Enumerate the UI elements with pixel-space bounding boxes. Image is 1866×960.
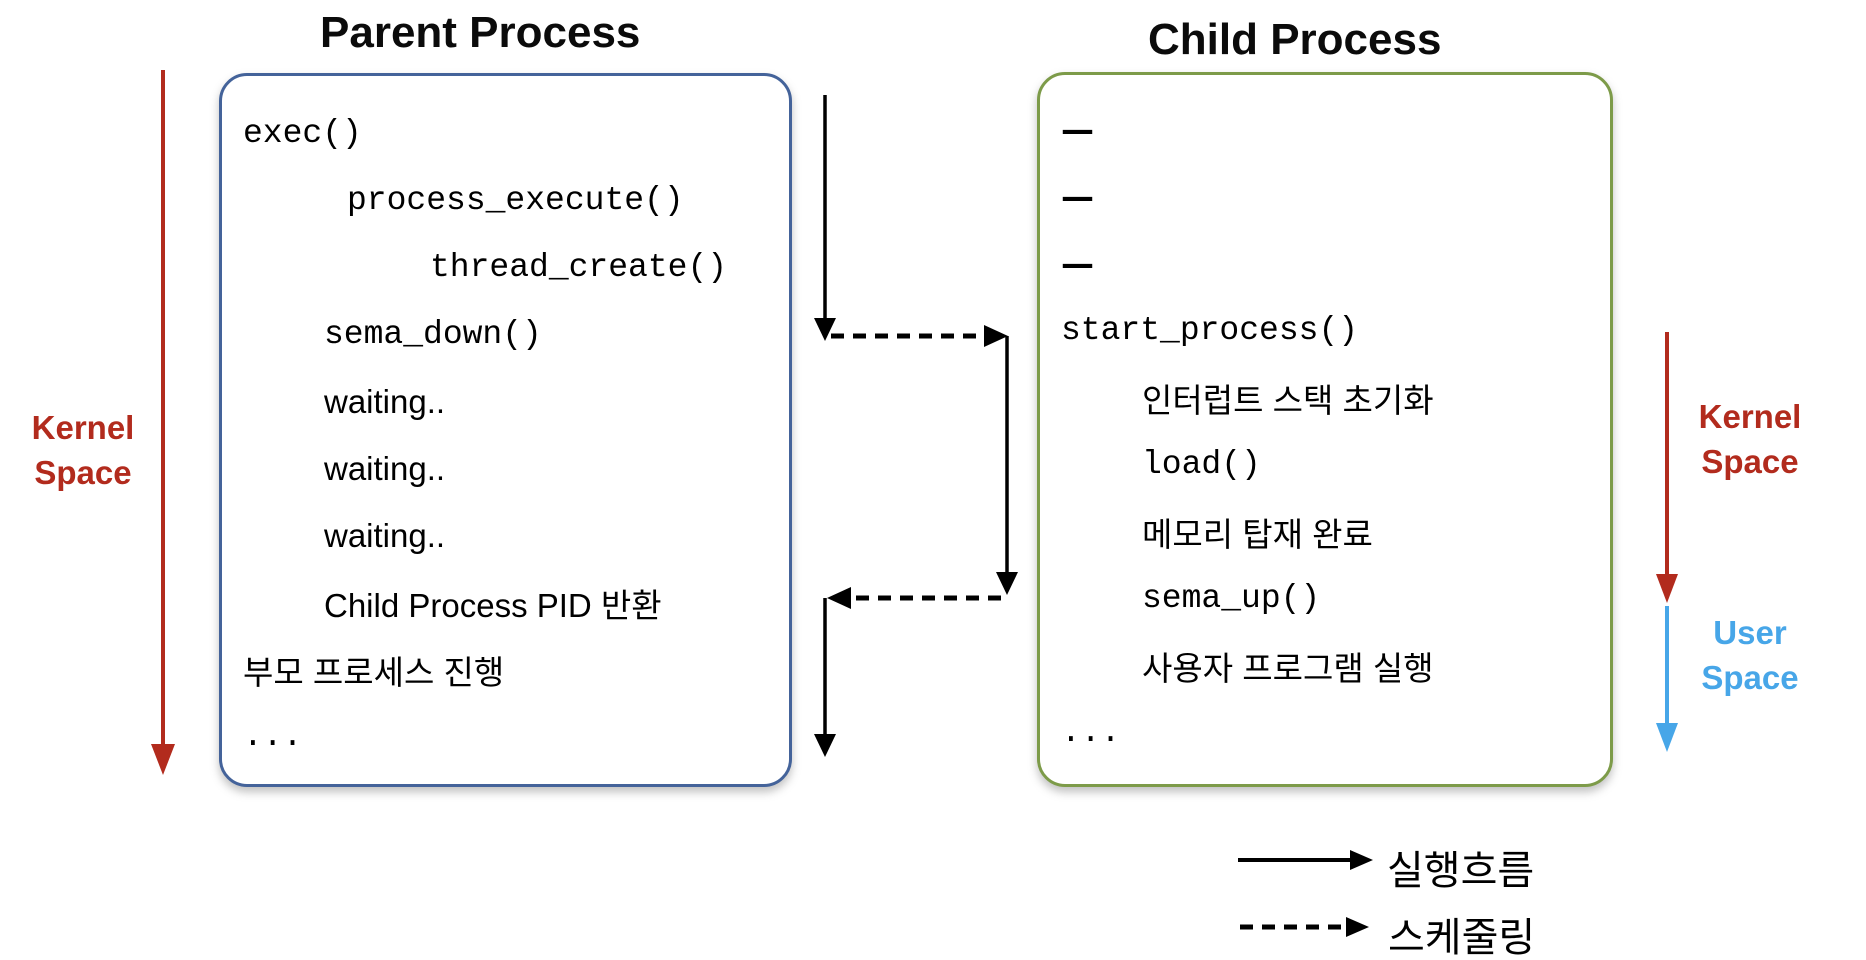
parent-kernel-space-line2: Space [34, 454, 132, 491]
scheduling-arrow-to-child [831, 325, 1008, 347]
scheduling-arrow-to-parent [827, 587, 1001, 609]
legend-scheduling-label: 스케줄링 [1388, 916, 1536, 960]
parent-line-process-execute: process_execute() [347, 182, 684, 219]
parent-kernel-space-line1: Kernel [31, 409, 135, 446]
child-kernel-space-line1: Kernel [1698, 398, 1802, 435]
parent-line-waiting-2: waiting.. [324, 449, 446, 487]
parent-line-sema-down: sema_down() [324, 316, 542, 353]
child-line-blank-2: — [1061, 177, 1094, 216]
parent-line-waiting-3: waiting.. [324, 516, 446, 554]
child-line-interrupt-stack-init: 인터럽트 스택 초기화 [1142, 381, 1434, 419]
execution-flow-arrow-parent-down [814, 95, 836, 341]
child-user-space-label: User Space [1701, 610, 1798, 700]
parent-process-title: Parent Process [320, 8, 641, 57]
execution-flow-arrow-child-down [996, 336, 1018, 595]
child-user-space-arrow [1656, 606, 1678, 752]
parent-kernel-space-arrow [151, 70, 175, 775]
child-process-rows: — — — start_process() 인터럽트 스택 초기화 load() 메모리 탑… [1040, 75, 1610, 766]
legend-execution-flow-icon [1238, 850, 1373, 870]
child-line-blank-1: — [1061, 110, 1094, 149]
child-user-space-line2: Space [1701, 659, 1799, 696]
child-kernel-space-label: Kernel Space [1699, 394, 1802, 484]
child-process-title: Child Process [1148, 15, 1442, 64]
parent-line-waiting-1: waiting.. [324, 382, 446, 420]
child-line-user-program-run: 사용자 프로그램 실행 [1142, 649, 1434, 687]
child-kernel-space-line2: Space [1701, 443, 1799, 480]
parent-process-box: exec() process_execute() thread_create()se… [219, 73, 792, 787]
parent-line-exec: exec() [243, 115, 362, 152]
child-line-ellipsis: ... [1061, 714, 1121, 751]
child-line-load: load() [1142, 446, 1261, 483]
child-kernel-space-arrow [1656, 332, 1678, 603]
child-process-box: — — — start_process() 인터럽트 스택 초기화 load() 메모리 탑… [1037, 72, 1613, 787]
legend-execution-flow-label: 실행흐름 [1387, 849, 1535, 893]
child-line-sema-up: sema_up() [1142, 580, 1321, 617]
child-line-blank-3: — [1061, 244, 1094, 283]
parent-line-thread-create: thread_create() [430, 249, 728, 286]
parent-line-parent-continues: 부모 프로세스 진행 [243, 653, 505, 691]
parent-process-rows: exec() process_execute() thread_create()se… [222, 76, 789, 770]
child-line-start-process: start_process() [1061, 312, 1359, 349]
parent-line-ellipsis: ... [243, 718, 303, 755]
child-line-memory-load-done: 메모리 탑재 완료 [1142, 515, 1373, 553]
parent-kernel-space-label: Kernel Space [32, 405, 135, 495]
parent-line-child-pid-return: Child Process PID 반환 [324, 586, 662, 624]
legend-scheduling-icon [1240, 917, 1369, 937]
child-user-space-line1: User [1713, 614, 1787, 651]
execution-flow-arrow-parent-resume [814, 598, 836, 757]
